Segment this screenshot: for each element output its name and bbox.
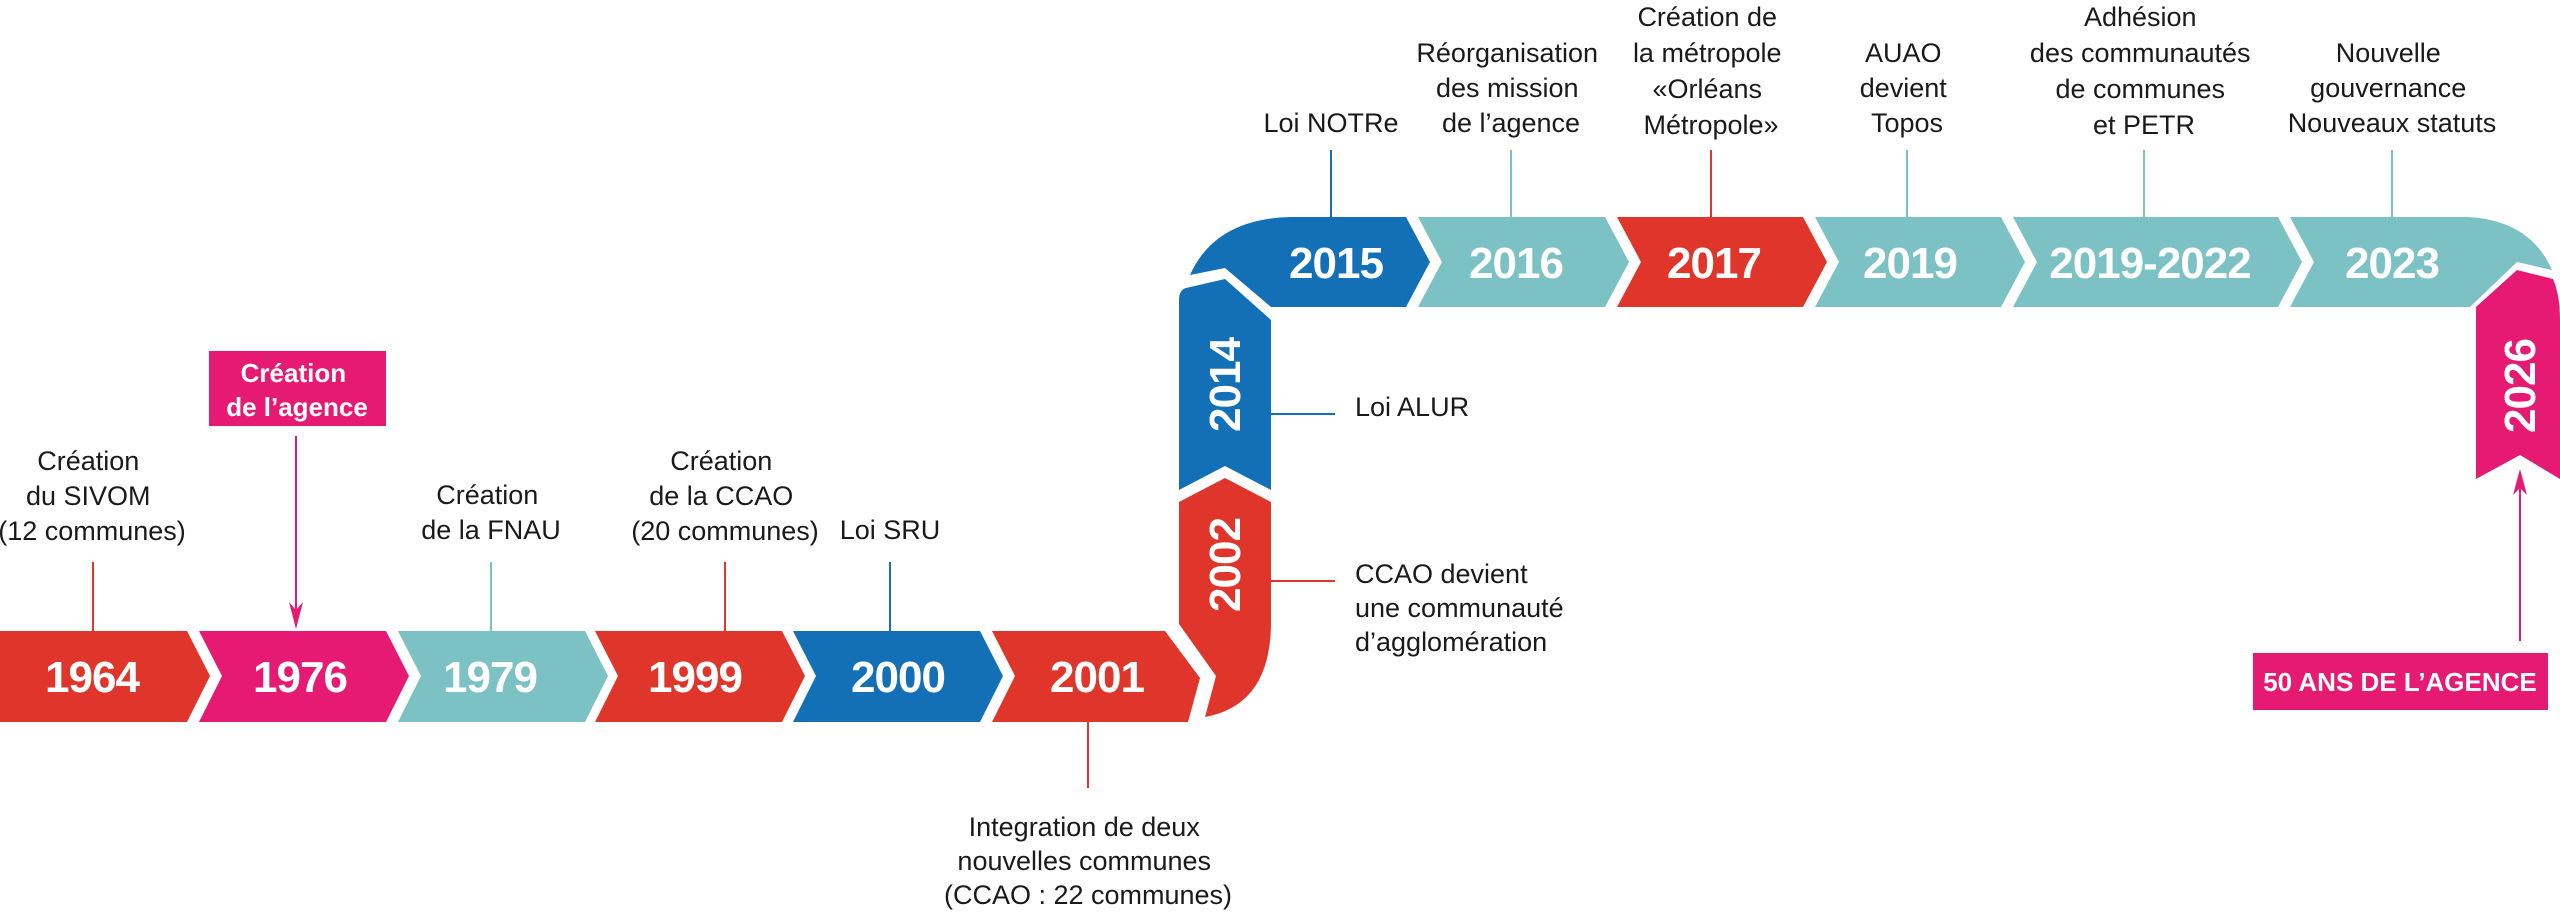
segment-2023: 2023 xyxy=(2290,217,2552,307)
segment-2017: 2017 xyxy=(1617,217,1827,307)
event-label: Création du SIVOM (12 communes) xyxy=(0,446,186,546)
event-1964: Création du SIVOM (12 communes) xyxy=(0,446,186,631)
segment-shape xyxy=(1190,217,1430,307)
segment-shape xyxy=(1617,217,1827,307)
event-1979: Création de la FNAU xyxy=(421,480,561,631)
event-label: Integration de deux nouvelles communes (… xyxy=(944,812,1232,910)
event-2002: CCAO devient une communauté d’agglomérat… xyxy=(1271,559,1571,657)
segment-shape xyxy=(2290,217,2552,307)
segment-shape xyxy=(2476,270,2560,479)
segment-shape xyxy=(793,631,1003,722)
segment-1976: 1976 xyxy=(199,631,409,722)
event-label: Adhésion des communautés de communes et … xyxy=(2030,2,2258,140)
highlight-box xyxy=(2253,653,2548,710)
segment-shape xyxy=(992,631,1200,722)
year-label: 2019 xyxy=(1863,239,1957,288)
event-label: 50 ANS DE L’AGENCE xyxy=(2263,667,2537,697)
event-label: Réorganisation des mission de l’agence xyxy=(1416,38,1605,138)
segment-shape xyxy=(1179,279,1271,490)
segment-2026: 2026 xyxy=(2476,270,2560,479)
year-label: 1999 xyxy=(648,653,742,702)
arrow-down-icon xyxy=(289,602,303,629)
event-2026: 50 ANS DE L’AGENCE xyxy=(2253,469,2548,710)
event-label: Création de l’agence xyxy=(226,358,368,422)
segment-1964: 1964 xyxy=(0,631,210,722)
year-label: 2002 xyxy=(1201,518,1250,612)
segment-shape xyxy=(199,631,409,722)
event-2000: Loi SRU xyxy=(840,515,941,631)
year-label: 2016 xyxy=(1469,239,1563,288)
segment-2016: 2016 xyxy=(1418,217,1629,307)
segment-1999: 1999 xyxy=(595,631,805,722)
arrow-up-icon xyxy=(2513,469,2527,495)
year-label: 2026 xyxy=(2496,339,2545,433)
segment-2014: 2014 xyxy=(1179,279,1271,490)
event-2016: Réorganisation des mission de l’agence xyxy=(1416,38,1605,217)
event-2017: Création de la métropole «Orléans Métrop… xyxy=(1633,2,1789,217)
segment-2002: 2002 xyxy=(1179,478,1271,717)
event-1976: Création de l’agence xyxy=(209,351,386,629)
segment-2001: 2001 xyxy=(992,631,1200,722)
event-1999: Création de la CCAO (20 communes) xyxy=(631,446,819,631)
segment-2000: 2000 xyxy=(793,631,1003,722)
year-label: 2014 xyxy=(1201,337,1250,432)
event-2001: Integration de deux nouvelles communes (… xyxy=(944,722,1232,910)
event-2019: AUAO devient Topos xyxy=(1860,38,1955,217)
event-2015: Loi NOTRe xyxy=(1263,108,1399,217)
segment-shape xyxy=(1179,478,1271,717)
year-label: 2001 xyxy=(1050,653,1144,702)
segment-2019: 2019 xyxy=(1815,217,2025,307)
event-label: Création de la FNAU xyxy=(421,480,561,545)
event-label: Création de la métropole «Orléans Métrop… xyxy=(1633,2,1789,140)
event-label: Création de la CCAO (20 communes) xyxy=(631,446,819,546)
segment-1979: 1979 xyxy=(398,631,608,722)
year-label: 1964 xyxy=(45,653,140,702)
year-label: 2023 xyxy=(2345,239,2439,288)
event-2014: Loi ALUR xyxy=(1271,392,1469,422)
segment-shape xyxy=(1418,217,1629,307)
year-label: 2015 xyxy=(1289,239,1383,288)
event-2019-2022: Adhésion des communautés de communes et … xyxy=(2030,2,2258,217)
segment-shape xyxy=(595,631,805,722)
highlight-box xyxy=(209,351,386,426)
segment-shape xyxy=(0,631,210,722)
year-label: 2019-2022 xyxy=(2049,239,2250,288)
year-label: 2017 xyxy=(1667,239,1761,288)
segment-2019-2022: 2019-2022 xyxy=(2013,217,2302,307)
event-label: CCAO devient une communauté d’agglomérat… xyxy=(1355,559,1571,657)
event-label: Loi ALUR xyxy=(1355,392,1469,422)
segment-2015: 2015 xyxy=(1190,217,1430,307)
event-label: Loi SRU xyxy=(840,515,941,545)
segment-shape xyxy=(398,631,608,722)
event-2023: Nouvelle gouvernance Nouveaux statuts xyxy=(2288,38,2497,217)
event-label: Nouvelle gouvernance Nouveaux statuts xyxy=(2288,38,2497,138)
year-label: 1976 xyxy=(253,653,347,702)
segment-shape xyxy=(2013,217,2302,307)
event-label: AUAO devient Topos xyxy=(1860,38,1955,138)
year-label: 1979 xyxy=(443,653,537,702)
year-label: 2000 xyxy=(851,653,945,702)
event-label: Loi NOTRe xyxy=(1263,108,1398,138)
segment-shape xyxy=(1815,217,2025,307)
